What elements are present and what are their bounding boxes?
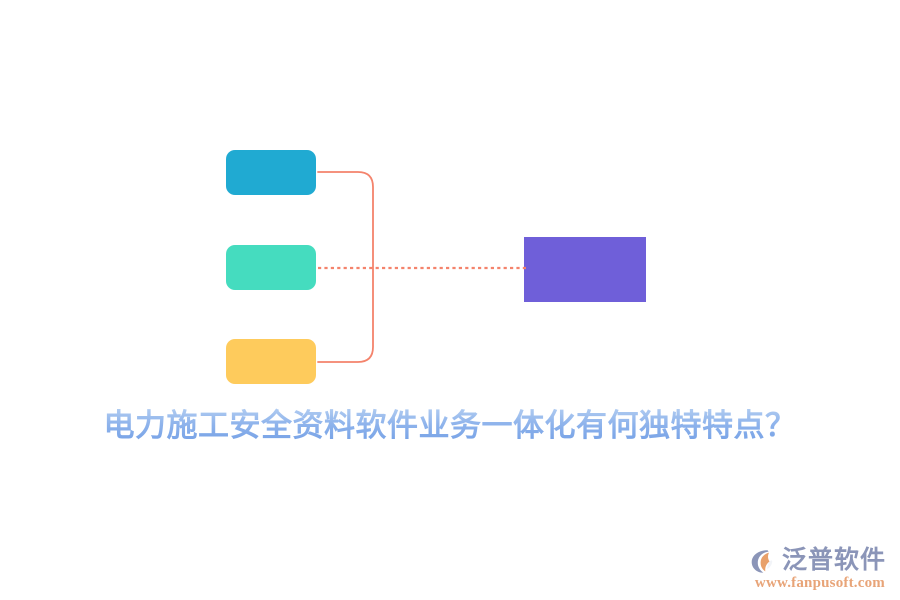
diagram-node-blue[interactable] (226, 150, 316, 195)
diagram-node-teal[interactable] (226, 245, 316, 290)
brace-connector-path (317, 171, 374, 363)
page-title: 电力施工安全资料软件业务一体化有何独特特点？ (0, 404, 900, 448)
fanpu-logo-icon (751, 550, 773, 573)
brand-watermark: 泛普软件 www.fanpusoft.com (747, 546, 886, 592)
diagram-node-yellow[interactable] (226, 339, 316, 384)
brand-name: 泛普软件 (781, 547, 886, 574)
diagram-node-purple[interactable] (524, 237, 646, 302)
logo-row: 泛普软件 (747, 546, 886, 576)
brand-url: www.fanpusoft.com (754, 575, 885, 591)
